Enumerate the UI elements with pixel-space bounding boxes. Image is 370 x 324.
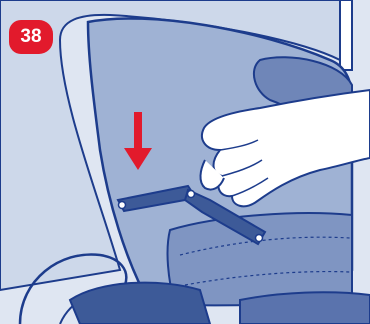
base-tray	[240, 292, 370, 324]
step-number-badge: 38	[9, 20, 53, 54]
bracket-pivot-right	[256, 235, 263, 242]
frame-tube	[340, 0, 352, 70]
bracket-pivot-left	[119, 202, 126, 209]
bracket-pivot-mid	[188, 191, 195, 198]
